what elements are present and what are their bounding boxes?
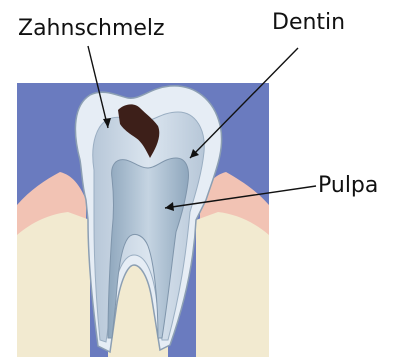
label-pulp: Pulpa [318, 175, 378, 197]
label-enamel: Zahnschmelz [18, 18, 165, 40]
label-dentin: Dentin [272, 12, 345, 34]
